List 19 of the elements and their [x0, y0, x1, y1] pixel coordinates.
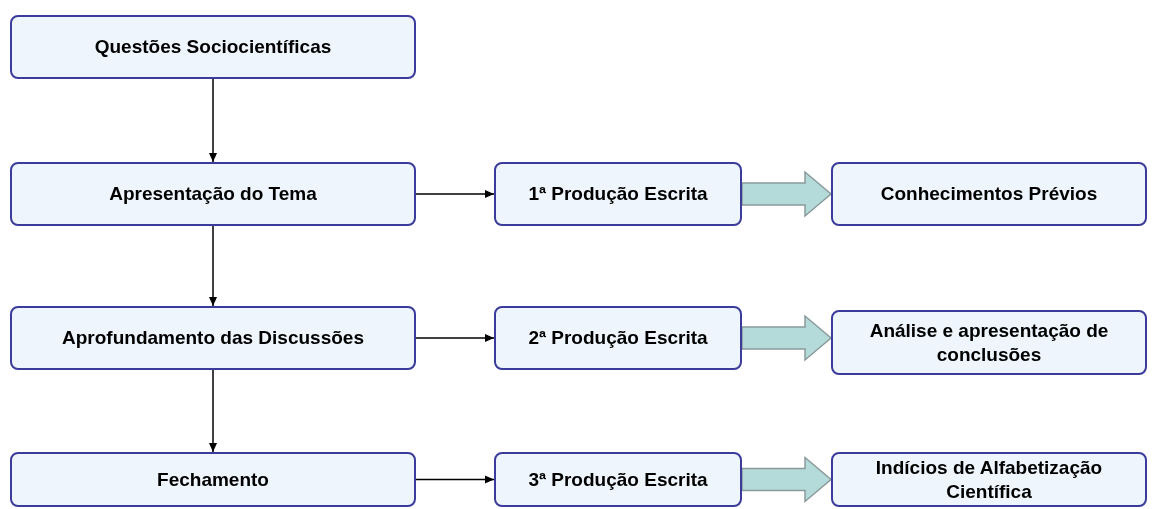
process-box: Questões Sociocientíficas [10, 15, 416, 79]
process-box: Indícios de Alfabetização Científica [831, 452, 1147, 507]
process-box: 1ª Produção Escrita [494, 162, 742, 226]
arrow [415, 190, 495, 198]
process-box: Apresentação do Tema [10, 162, 416, 226]
process-box: Conhecimentos Prévios [831, 162, 1147, 226]
process-box: 3ª Produção Escrita [494, 452, 742, 507]
arrow [415, 475, 495, 484]
block-arrow [741, 170, 833, 218]
block-arrow [741, 455, 833, 504]
block-arrow [741, 314, 833, 362]
arrow [209, 225, 217, 307]
process-box: Aprofundamento das Discussões [10, 306, 416, 370]
process-box: Fechamento [10, 452, 416, 507]
arrow [209, 78, 217, 163]
arrow [415, 334, 495, 342]
arrow [209, 369, 217, 453]
process-box: Análise e apresentação de conclusões [831, 310, 1147, 375]
process-box: 2ª Produção Escrita [494, 306, 742, 370]
